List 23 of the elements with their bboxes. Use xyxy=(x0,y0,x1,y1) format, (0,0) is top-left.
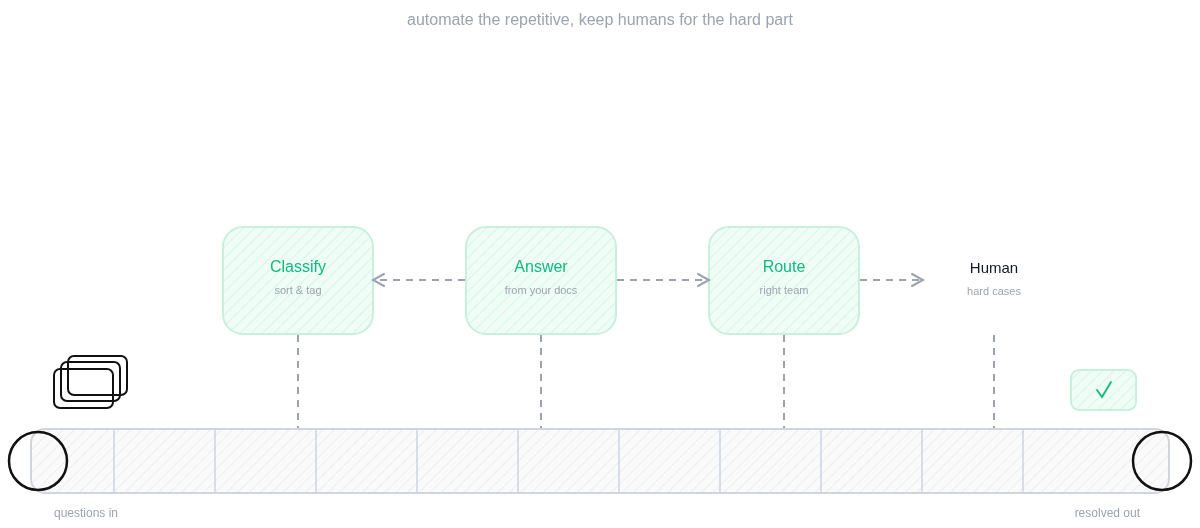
step-subtitle: hard cases xyxy=(967,283,1021,299)
diagram-title: automate the repetitive, keep humans for the hard part xyxy=(406,10,794,30)
dashed-arrow xyxy=(372,273,466,287)
step-title: Route xyxy=(762,257,806,277)
step-subtitle: from your docs xyxy=(504,283,578,298)
step-box xyxy=(465,226,617,335)
dashed-connector xyxy=(783,334,785,429)
end-caption: resolved out xyxy=(1074,505,1140,522)
end-caption: questions in xyxy=(54,505,119,522)
dashed-connector xyxy=(993,334,995,429)
dashed-connector xyxy=(540,334,542,429)
dashed-arrow xyxy=(859,273,924,287)
step-subtitle: right team xyxy=(759,283,809,298)
step-title: Classify xyxy=(270,257,326,277)
conveyor-belt xyxy=(30,428,1170,494)
step-subtitle: sort & tag xyxy=(274,283,322,298)
dashed-connector xyxy=(297,334,299,429)
step-title: Human xyxy=(969,258,1019,278)
resolved-box xyxy=(1070,369,1137,411)
step-box xyxy=(708,226,860,335)
dashed-arrow xyxy=(616,273,710,287)
step-box xyxy=(222,226,374,335)
step-title: Answer xyxy=(514,257,568,277)
